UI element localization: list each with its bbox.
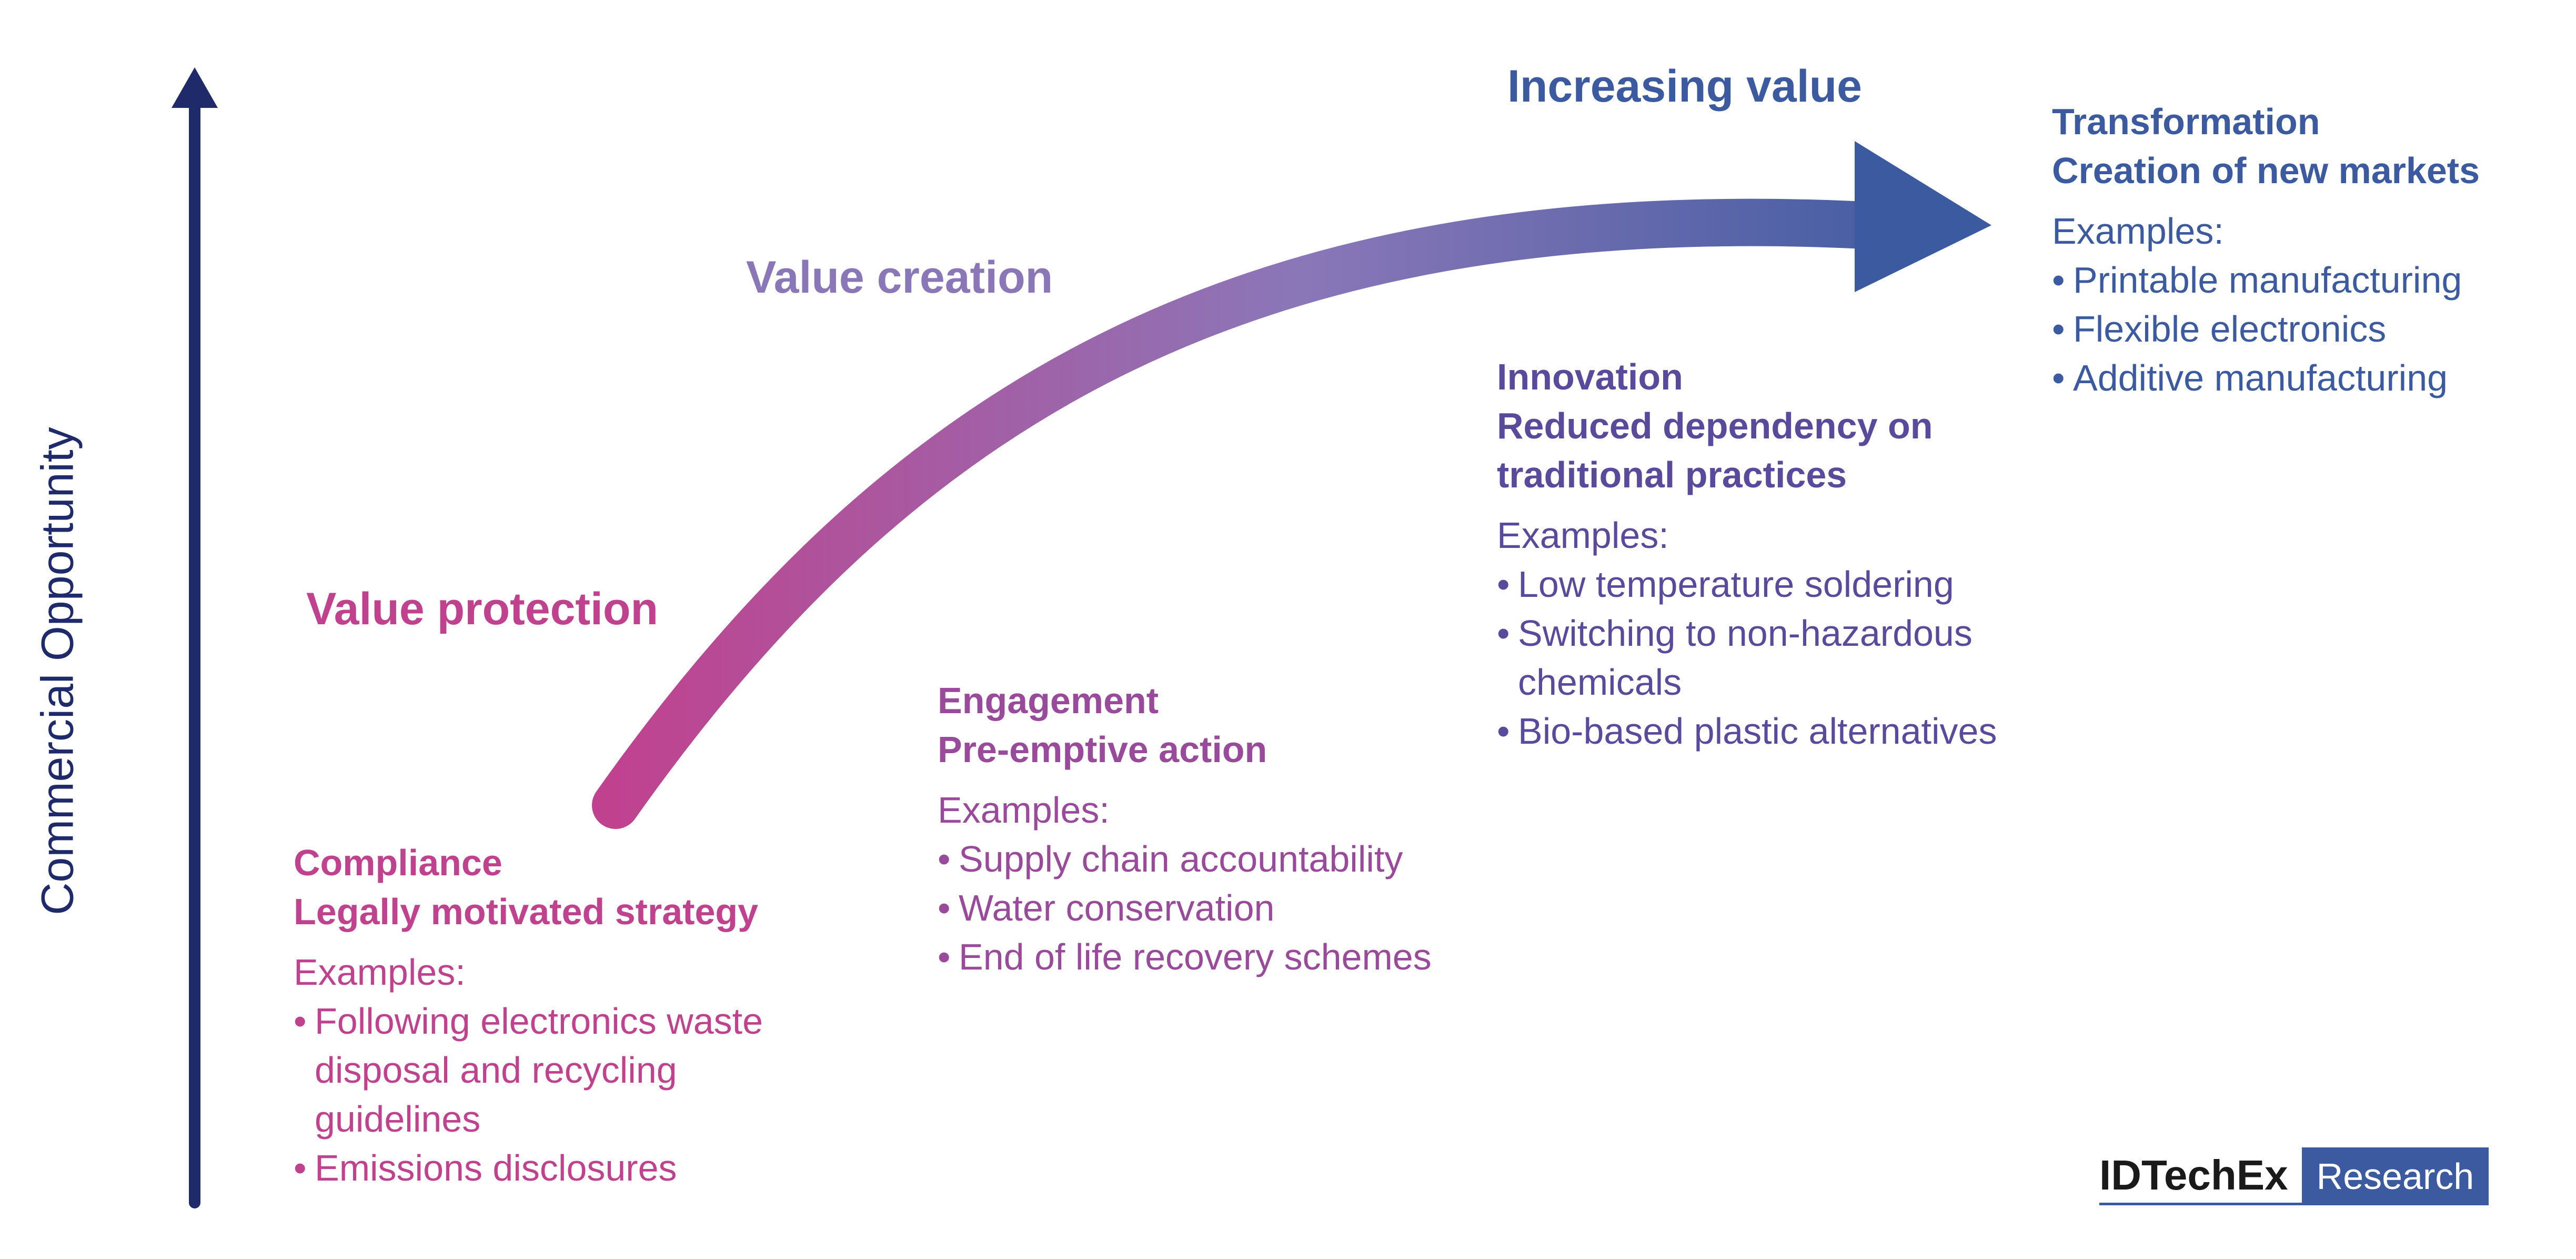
transformation-subtitle: Creation of new markets <box>2052 150 2480 191</box>
compliance-examples-label: Examples: <box>294 952 466 993</box>
bullet-icon: • <box>1497 613 1510 654</box>
bullet-icon: • <box>1497 564 1510 605</box>
bullet-icon: • <box>1497 711 1510 752</box>
list-item-text: End of life recovery schemes <box>959 936 1432 977</box>
compliance-title: Compliance <box>294 842 502 883</box>
innovation-block: Innovation Reduced dependency on traditi… <box>1497 353 1997 756</box>
transformation-examples-label: Examples: <box>2052 211 2224 252</box>
engagement-examples-list: •Supply chain accountability •Water cons… <box>938 835 1432 982</box>
bullet-icon: • <box>294 1147 307 1188</box>
list-item: •Flexible electronics <box>2052 305 2480 354</box>
list-item-text: Following electronics waste disposal and… <box>315 1001 763 1140</box>
list-item-text: Supply chain accountability <box>959 838 1403 880</box>
innovation-title: Innovation <box>1497 356 1683 397</box>
bullet-icon: • <box>294 1001 307 1042</box>
list-item-text: Additive manufacturing <box>2073 357 2448 398</box>
bullet-icon: • <box>2052 259 2065 301</box>
value-curve-arrow-shaft <box>592 198 1889 829</box>
value-protection-label: Value protection <box>306 584 659 634</box>
bullet-icon: • <box>2052 357 2065 398</box>
list-item: •Printable manufacturing <box>2052 256 2480 305</box>
vertical-axis-arrowhead <box>172 67 218 108</box>
logo-brand-text: IDTechEx <box>2099 1147 2302 1205</box>
list-item: •Following electronics waste disposal an… <box>294 997 763 1144</box>
engagement-examples-label: Examples: <box>938 790 1110 831</box>
transformation-examples-list: •Printable manufacturing •Flexible elect… <box>2052 256 2480 403</box>
innovation-subtitle: Reduced dependency on traditional practi… <box>1497 405 1933 495</box>
list-item-text: Low temperature soldering <box>1518 564 1954 605</box>
transformation-title: Transformation <box>2052 101 2320 142</box>
engagement-subtitle: Pre-emptive action <box>938 729 1267 770</box>
list-item: •Additive manufacturing <box>2052 354 2480 403</box>
bullet-icon: • <box>938 936 951 977</box>
list-item: •Supply chain accountability <box>938 835 1432 884</box>
list-item-text: Switching to non-hazardous chemicals <box>1518 613 1973 703</box>
list-item-text: Printable manufacturing <box>2073 259 2462 301</box>
innovation-examples-list: •Low temperature soldering •Switching to… <box>1497 560 1997 756</box>
list-item-text: Flexible electronics <box>2073 308 2387 349</box>
list-item-text: Bio-based plastic alternatives <box>1518 711 1997 752</box>
innovation-examples-label: Examples: <box>1497 515 1669 556</box>
list-item: •Bio-based plastic alternatives <box>1497 707 1997 756</box>
list-item-text: Water conservation <box>959 887 1275 928</box>
list-item-text: Emissions disclosures <box>315 1147 677 1188</box>
value-creation-label: Value creation <box>746 252 1053 303</box>
logo-research-tag: Research <box>2301 1147 2489 1205</box>
list-item: •Low temperature soldering <box>1497 560 1997 609</box>
transformation-block: Transformation Creation of new markets E… <box>2052 97 2480 403</box>
axis-label-commercial-opportunity: Commercial Opportunity <box>32 427 83 915</box>
bullet-icon: • <box>2052 308 2065 349</box>
bullet-icon: • <box>938 838 951 880</box>
list-item: •Water conservation <box>938 884 1432 933</box>
compliance-block: Compliance Legally motivated strategy Ex… <box>294 838 763 1193</box>
compliance-subtitle: Legally motivated strategy <box>294 891 759 932</box>
increasing-value-label: Increasing value <box>1507 61 1862 112</box>
list-item: •Switching to non-hazardous chemicals <box>1497 609 1997 707</box>
list-item: •Emissions disclosures <box>294 1144 763 1193</box>
engagement-block: Engagement Pre-emptive action Examples: … <box>938 676 1432 982</box>
compliance-examples-list: •Following electronics waste disposal an… <box>294 997 763 1193</box>
value-curve-arrowhead <box>1855 141 1991 292</box>
bullet-icon: • <box>938 887 951 928</box>
list-item: •End of life recovery schemes <box>938 933 1432 982</box>
engagement-title: Engagement <box>938 680 1159 721</box>
idtechex-logo: IDTechEx Research <box>2099 1147 2489 1205</box>
